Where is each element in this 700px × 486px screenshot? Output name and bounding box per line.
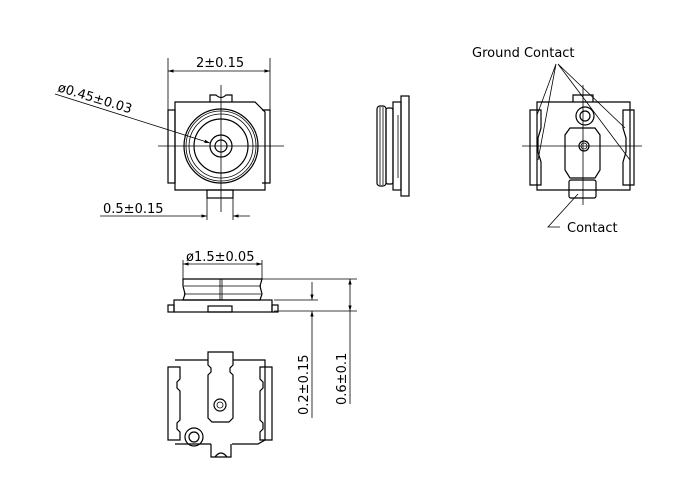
dim-pin-diameter-label: ø0.45±0.03 xyxy=(56,80,134,117)
contact-view: Ground Contact Contact xyxy=(472,46,642,236)
dim-width: 2±0.15 xyxy=(167,56,271,110)
dim-heights: 0.2±0.15 0.6±0.1 xyxy=(262,278,357,418)
ground-contact-label: Ground Contact xyxy=(472,46,575,61)
dim-total-height-label: 0.6±0.1 xyxy=(335,353,350,405)
bottom-view xyxy=(167,351,273,458)
top-view xyxy=(158,85,284,212)
front-view xyxy=(167,278,279,313)
dim-body-diameter: ø1.5±0.05 xyxy=(182,250,263,279)
side-view xyxy=(376,95,410,197)
dim-width-label: 2±0.15 xyxy=(196,56,244,71)
dim-base-height-label: 0.2±0.15 xyxy=(297,354,312,415)
dim-tab-width: 0.5±0.15 xyxy=(100,198,250,220)
dim-body-diameter-label: ø1.5±0.05 xyxy=(186,250,254,265)
dim-tab-width-label: 0.5±0.15 xyxy=(103,202,164,217)
contact-label: Contact xyxy=(567,221,618,236)
